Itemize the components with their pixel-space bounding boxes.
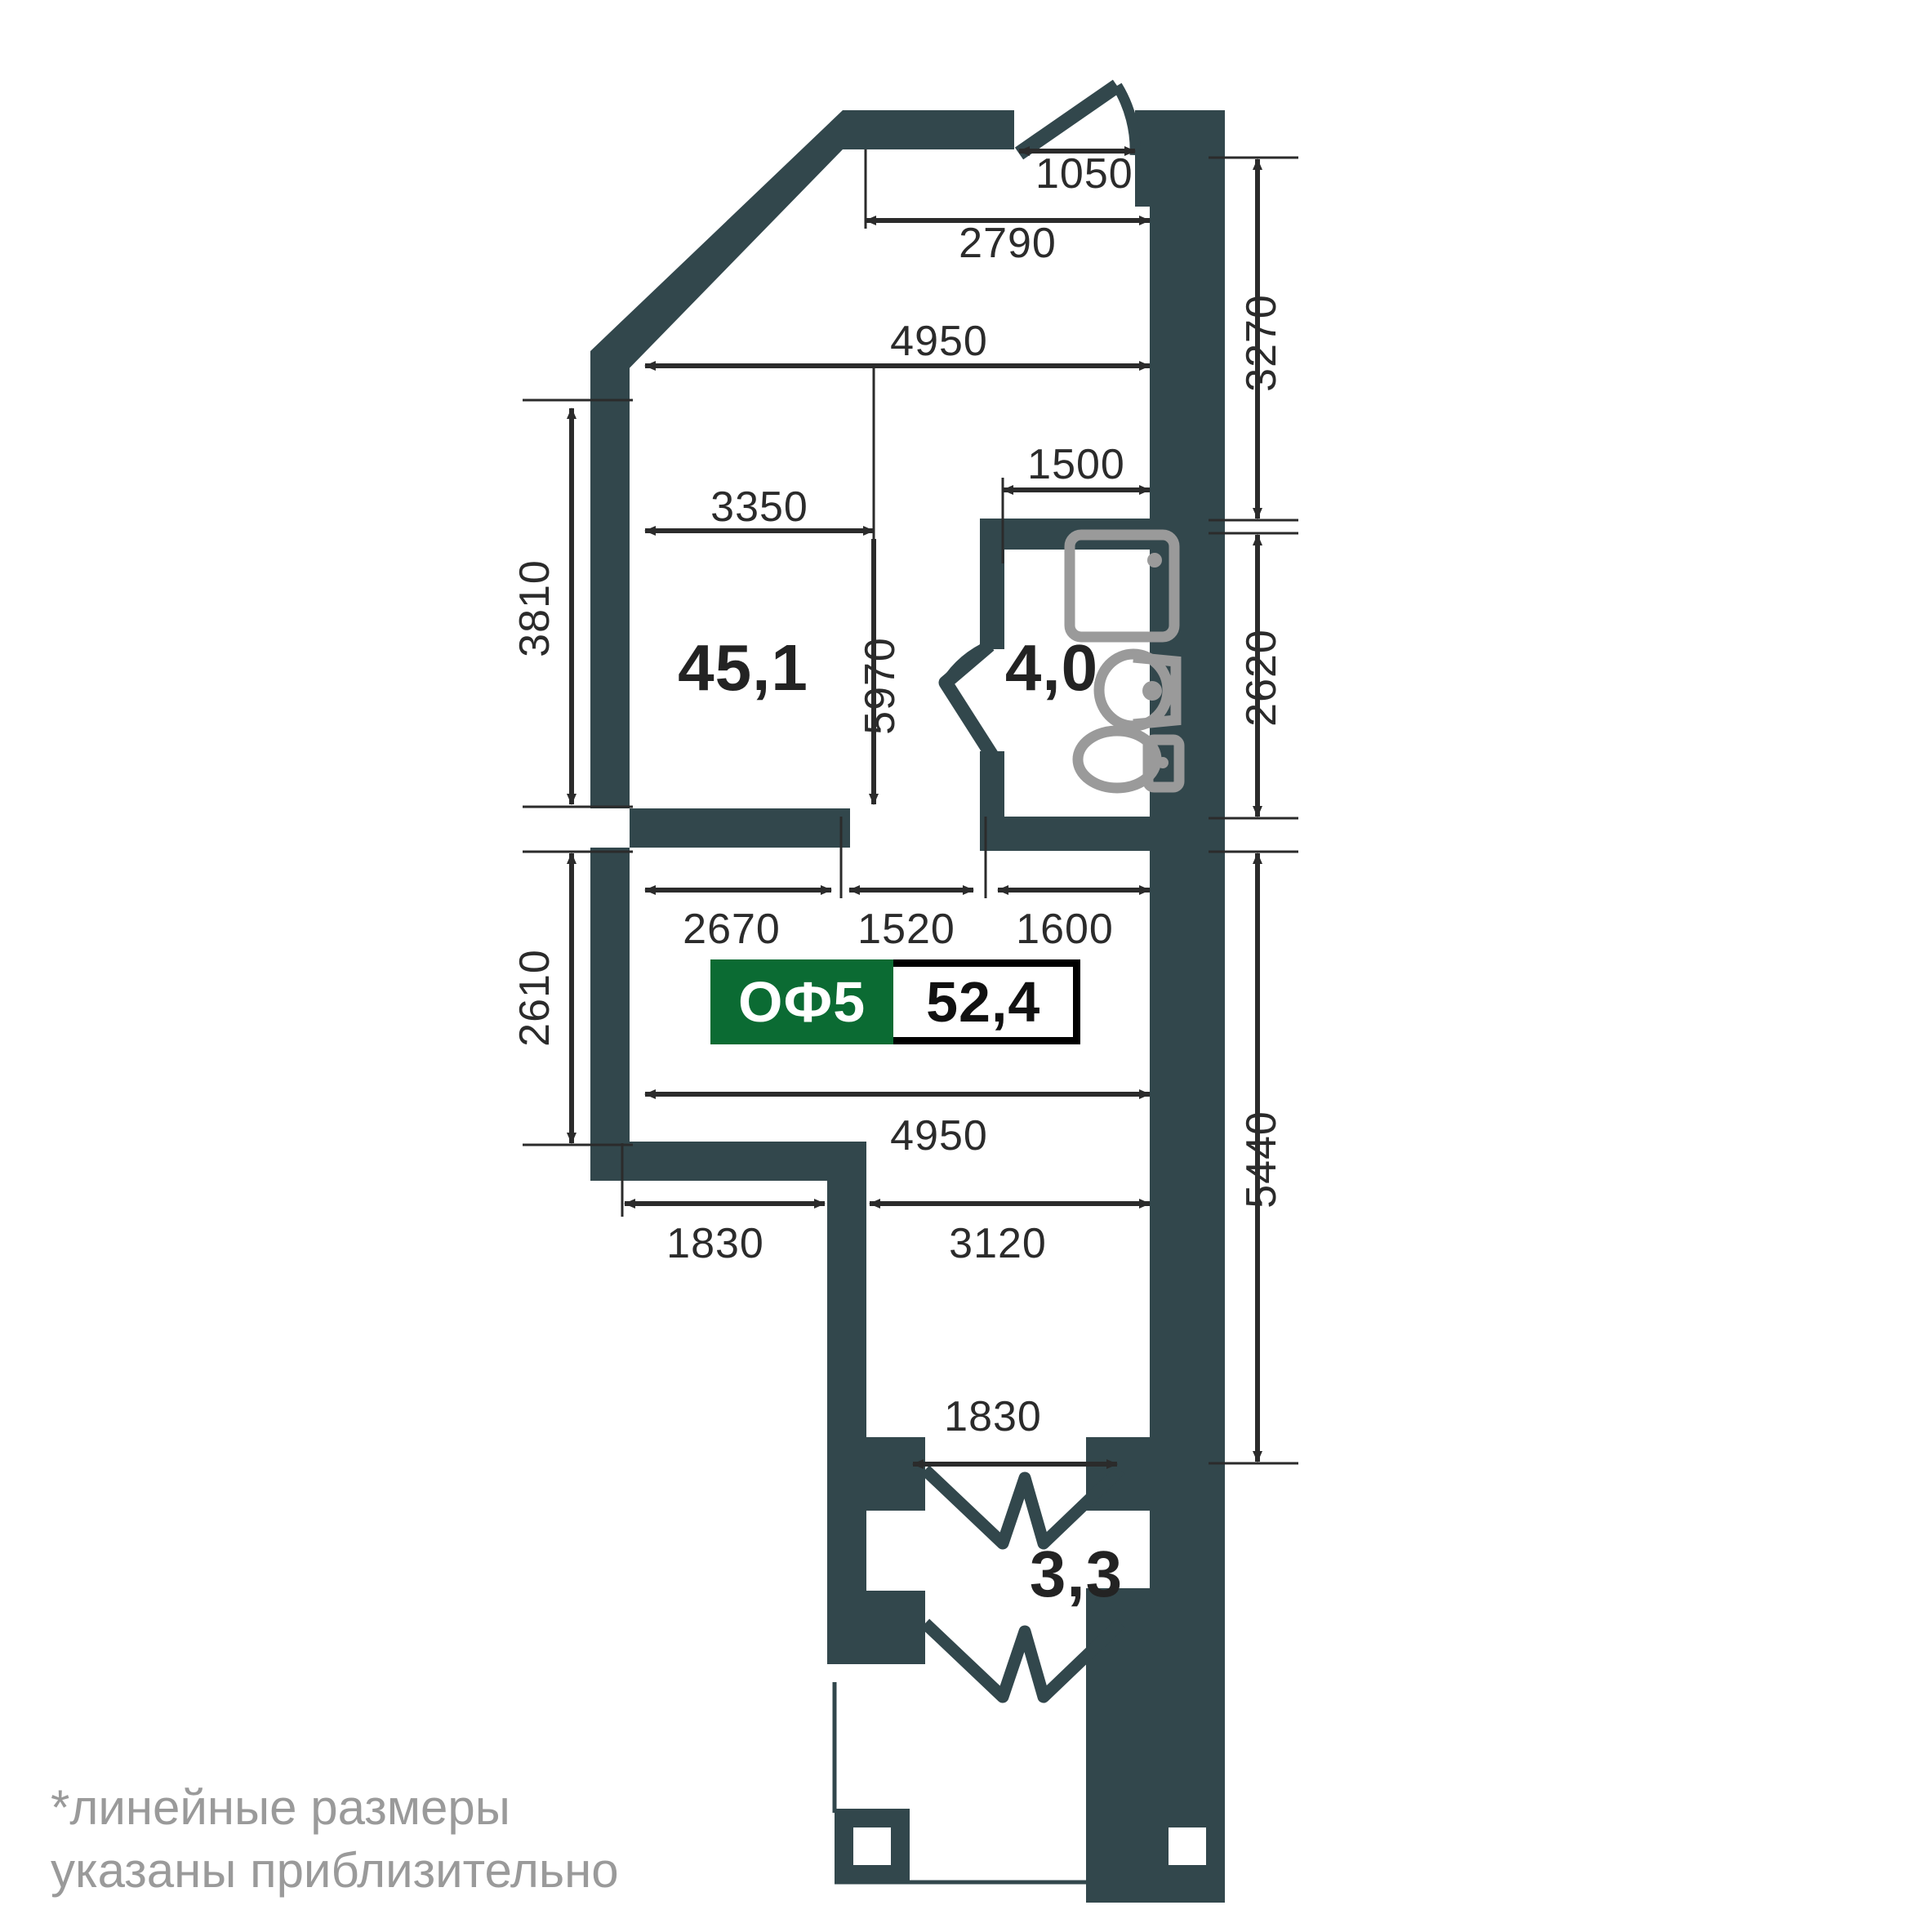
balcony-door-lower [920,1618,1125,1703]
wall-top-left [843,110,1014,149]
label-1830-left: 1830 [666,1220,764,1267]
pier-corridor-left-upper [827,1437,925,1511]
entrance-door-leaf [1014,79,1122,160]
label-2610: 2610 [511,949,559,1047]
area-main-room: 45,1 [678,631,808,704]
toilet-cistern-icon [1142,734,1185,793]
label-3350: 3350 [710,483,808,531]
label-5970: 5970 [857,637,904,735]
column-balcony-right-core [1169,1827,1206,1865]
label-4950-upper: 4950 [890,318,988,365]
wall-left-lower [590,848,630,1142]
entrance-door-arc [1112,82,1141,156]
wall-structure [590,110,1225,1903]
label-1830-balcony: 1830 [944,1393,1042,1440]
sink-counter-icon [1133,652,1182,730]
wall-diagonal [590,110,843,380]
area-bathroom: 4,0 [1005,631,1098,704]
sink-basin-icon [1093,648,1173,732]
room-area-labels: 45,1 4,0 3,3 [678,631,1123,1610]
wall-right-lower [1150,817,1225,1462]
footnote-text: *линейные размеры указаны приблизительно [51,1780,619,1898]
label-1600: 1600 [1016,906,1114,953]
balcony-door-upper [920,1465,1125,1550]
label-1500: 1500 [1027,441,1125,488]
label-1520: 1520 [857,906,955,953]
column-balcony-left-core [853,1827,891,1865]
balcony-glazing [832,1682,1151,1885]
unit-badge: ОФ5 52,4 [710,959,1081,1044]
toilet-button-icon [1157,757,1169,768]
unit-code: ОФ5 [710,959,894,1044]
label-4950-lower: 4950 [890,1112,988,1160]
pier-corridor-left-lower [827,1591,925,1664]
wall-left-upper [590,351,630,808]
toilet-bowl-icon [1072,725,1162,794]
label-3810: 3810 [511,559,559,657]
area-balcony: 3,3 [1030,1538,1123,1610]
bathroom-fixtures [1064,529,1185,794]
label-3120: 3120 [949,1220,1047,1267]
wall-corridor-left [827,1142,866,1468]
label-1050: 1050 [1035,150,1133,198]
wall-main-room-bottom [630,808,850,848]
sink-faucet-icon [1142,681,1162,701]
wall-left-step [590,1142,827,1181]
wall-bathroom-left-upper [980,519,1004,649]
shower-tray-icon [1064,529,1180,643]
wall-bathroom-bottom [980,817,1153,851]
wall-corridor-left-mid [827,1502,866,1600]
shower-drain-icon [1147,553,1162,568]
dimension-labels: 1050 2790 4950 3350 1500 5970 3810 2610 … [511,150,1285,1440]
dimension-lines [523,146,1298,1469]
label-2790: 2790 [959,220,1057,267]
label-5440: 5440 [1238,1111,1285,1209]
bathroom-door-arc [941,640,992,686]
label-2620: 2620 [1238,629,1285,727]
label-3270: 3270 [1238,294,1285,392]
unit-total-area: 52,4 [893,959,1081,1044]
label-2670: 2670 [683,906,781,953]
doors [920,79,1141,1703]
